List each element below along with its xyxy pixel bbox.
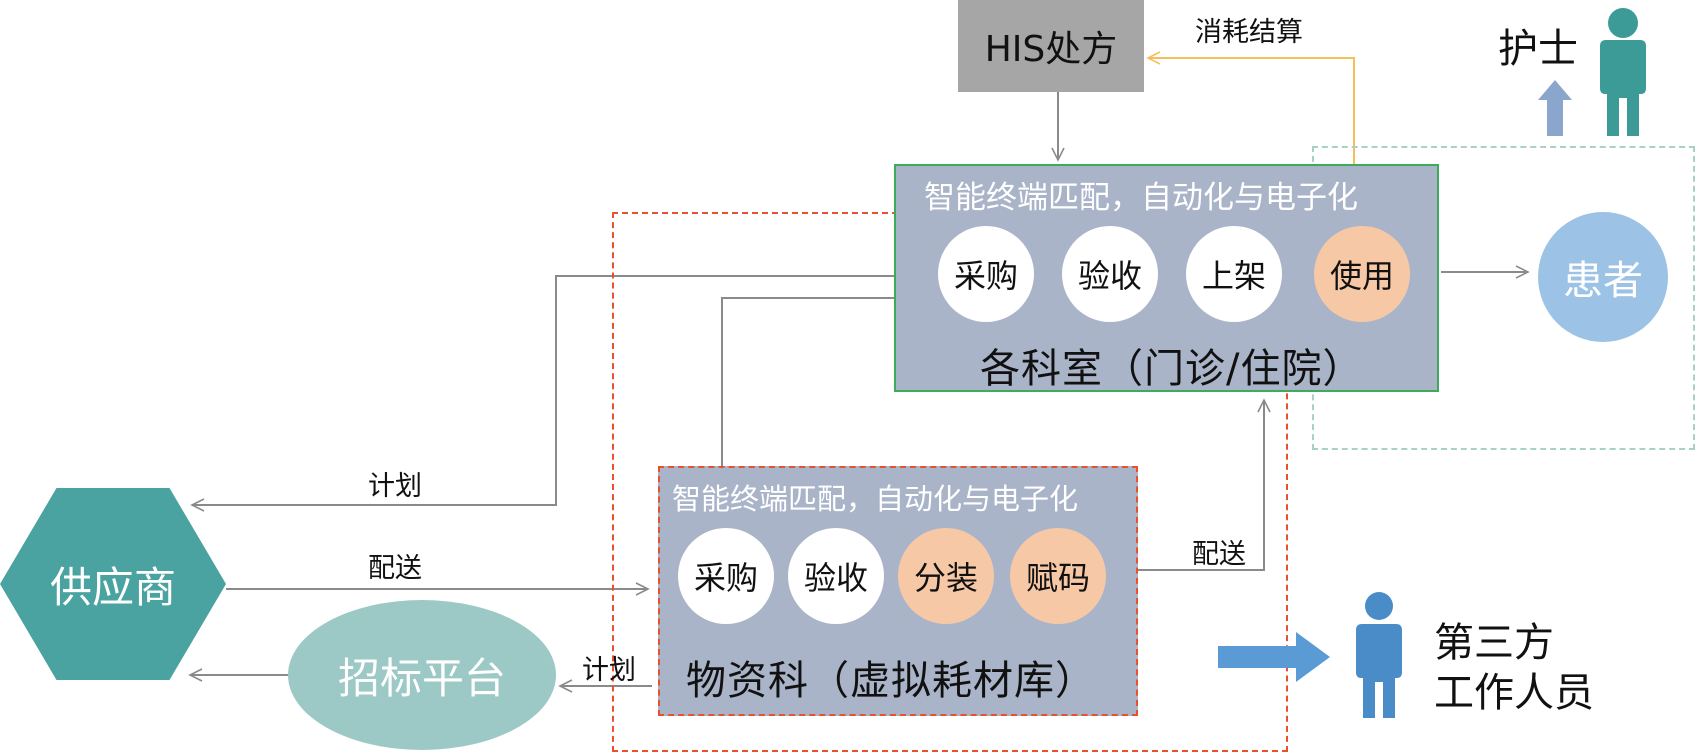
dept-to-store-line	[721, 297, 898, 468]
plan-label-supplier: 计划	[368, 471, 422, 502]
third-party-line2: 工作人员	[1434, 670, 1594, 716]
right-arrow-icon	[1218, 632, 1330, 682]
store-step-code: 赋码	[1010, 528, 1106, 624]
nurse-person-icon	[1600, 8, 1646, 136]
dept-step-purchase: 采购	[938, 226, 1034, 322]
supplier-hexagon: 供应商	[0, 488, 226, 680]
up-arrow-icon	[1538, 80, 1572, 136]
supplier-label: 供应商	[49, 562, 176, 612]
plan-to-supplier-arrow	[190, 275, 898, 512]
store-step-accept: 验收	[788, 528, 884, 624]
his-label: HIS处方	[984, 29, 1118, 70]
department-box: 智能终端匹配，自动化与电子化 采购 验收 上架 使用 各科室（门诊/住院）	[894, 164, 1439, 392]
deliver-label-supplier: 配送	[368, 553, 422, 584]
store-header: 智能终端匹配，自动化与电子化	[672, 482, 1079, 516]
materials-dept-box: 智能终端匹配，自动化与电子化 采购 验收 分装 赋码 物资科（虚拟耗材库）	[658, 466, 1138, 716]
dept-step-shelve: 上架	[1186, 226, 1282, 322]
deliver-label-dept: 配送	[1192, 539, 1246, 570]
dept-step-accept: 验收	[1062, 226, 1158, 322]
patient-label: 患者	[1563, 258, 1643, 304]
dept-header: 智能终端匹配，自动化与电子化	[924, 180, 1358, 216]
dept-step-use: 使用	[1314, 226, 1410, 322]
platform-label: 招标平台	[337, 653, 506, 703]
third-party-person-icon	[1356, 592, 1402, 718]
dept-footer: 各科室（门诊/住院）	[980, 346, 1364, 392]
store-step-purchase: 采购	[678, 528, 774, 624]
store-step-split: 分装	[898, 528, 994, 624]
patient-circle: 患者	[1538, 212, 1668, 342]
settlement-label: 消耗结算	[1195, 17, 1303, 48]
nurse-label: 护士	[1498, 26, 1578, 72]
store-to-dept-arrow	[1110, 398, 1271, 571]
plan-label-platform: 计划	[582, 655, 636, 686]
bidding-platform-ellipse: 招标平台	[288, 600, 556, 750]
his-prescription-box: HIS处方	[958, 0, 1144, 92]
store-footer: 物资科（虚拟耗材库）	[686, 658, 1096, 704]
third-party-line1: 第三方	[1434, 620, 1554, 666]
